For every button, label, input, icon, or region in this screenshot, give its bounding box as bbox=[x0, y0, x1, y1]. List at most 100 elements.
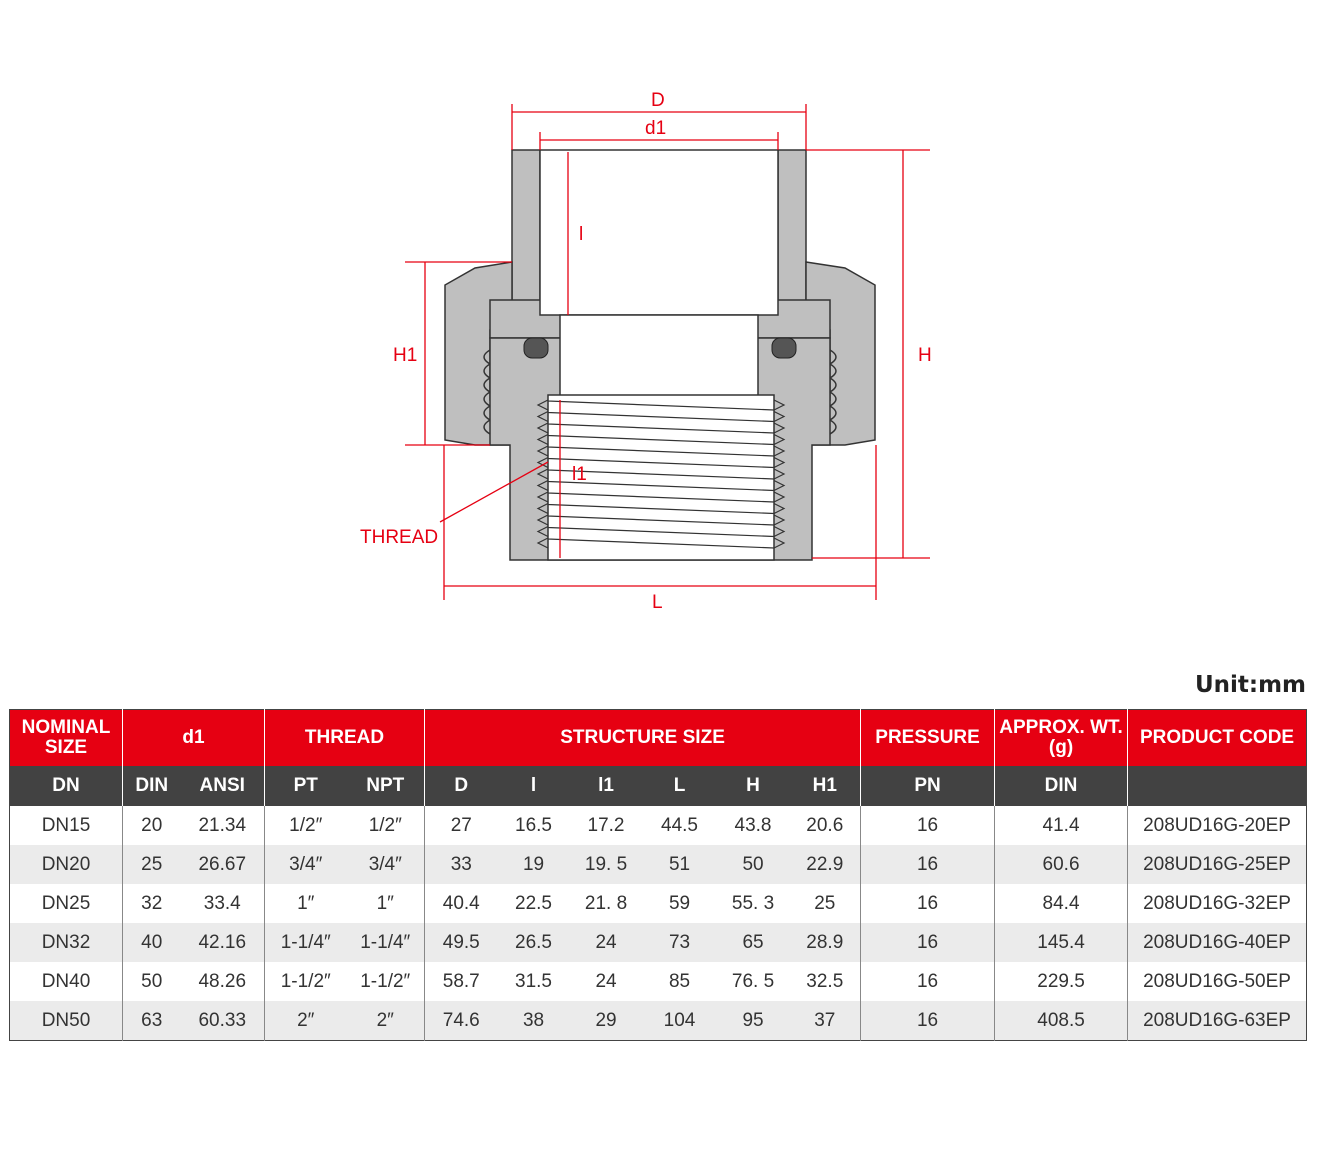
label-L: L bbox=[652, 592, 663, 613]
cell-ansi: 21.34 bbox=[180, 806, 265, 845]
subheader-L: L bbox=[642, 766, 717, 806]
cell-H: 43.8 bbox=[734, 814, 772, 836]
cell-l: 19 bbox=[497, 845, 570, 884]
thread-line bbox=[536, 399, 786, 411]
cell-L: 44.5 bbox=[661, 814, 698, 836]
header-nominal-size: NOMINAL SIZE bbox=[9, 709, 123, 766]
cell-l1: 24 bbox=[595, 970, 617, 992]
cell-pn: 16 bbox=[860, 962, 996, 1001]
nut-tooth-right bbox=[829, 377, 837, 393]
thread-line bbox=[536, 468, 786, 480]
cell-l: 31.5 bbox=[515, 970, 552, 992]
thread-lines bbox=[536, 399, 786, 549]
cell-D: 49.5 bbox=[424, 923, 498, 962]
cell-l: 16.5 bbox=[515, 814, 552, 836]
cell-npt: 1″ bbox=[346, 884, 426, 923]
thread-line bbox=[536, 433, 786, 446]
cell-L: 73 bbox=[642, 923, 717, 962]
nut-tooth-left bbox=[483, 391, 491, 407]
cell-pt: 2″ bbox=[264, 1001, 347, 1041]
cell-din: 50 bbox=[141, 970, 163, 992]
label-l1: l1 bbox=[572, 464, 587, 485]
nut-tooth-right bbox=[829, 419, 837, 435]
unit-label: Unit:mm bbox=[1194, 672, 1306, 698]
cell-wt: 229.5 bbox=[994, 962, 1129, 1001]
fitting-cross-section-drawing: D d1 l H1 H l1 THREAD L bbox=[360, 90, 932, 613]
subheader-pn: PN bbox=[860, 766, 996, 806]
subheader-H1: H1 bbox=[789, 766, 862, 806]
subheader-H: H bbox=[716, 766, 790, 806]
cell-npt: 2″ bbox=[346, 1001, 426, 1041]
cell-H1: 28.9 bbox=[789, 923, 862, 962]
nut-tooth-left bbox=[483, 405, 491, 421]
cell-npt: 3/4″ bbox=[346, 845, 426, 884]
cell-dn: DN40 bbox=[9, 962, 123, 1001]
label-H: H bbox=[918, 345, 932, 366]
cell-pn: 16 bbox=[860, 1001, 996, 1041]
socket-wall-right bbox=[777, 149, 807, 316]
subheader-l: l bbox=[497, 766, 570, 806]
cell-pn: 16 bbox=[860, 845, 996, 884]
cell-din: 32 bbox=[141, 892, 163, 914]
cell-l1: 19. 5 bbox=[569, 845, 643, 884]
thread-line bbox=[536, 410, 786, 423]
subheader-dn: DN bbox=[9, 766, 123, 806]
header-structure-size: STRUCTURE SIZE bbox=[424, 709, 862, 766]
cell-H1: 20.6 bbox=[789, 806, 862, 845]
cell-code: 208UD16G-25EP bbox=[1127, 845, 1307, 884]
cell-H: 50 bbox=[716, 845, 790, 884]
thread-line bbox=[536, 422, 786, 434]
cell-H: 95 bbox=[716, 1001, 790, 1041]
cell-D: 58.7 bbox=[442, 970, 480, 992]
cell-code: 208UD16G-20EP bbox=[1143, 814, 1291, 836]
cell-wt: 145.4 bbox=[994, 923, 1129, 962]
cell-wt: 60.6 bbox=[994, 845, 1129, 884]
cell-ansi: 33.4 bbox=[180, 884, 265, 923]
cell-wt: 408.5 bbox=[994, 1001, 1129, 1041]
thread-line bbox=[536, 491, 786, 503]
nut-tooth-left bbox=[483, 363, 491, 379]
cell-pn: 16 bbox=[860, 923, 996, 962]
cell-l1: 21. 8 bbox=[584, 892, 628, 914]
subheader-wt-din: DIN bbox=[994, 766, 1129, 806]
cell-code: 208UD16G-32EP bbox=[1143, 892, 1291, 914]
subheader-l1: l1 bbox=[569, 766, 643, 806]
cell-l: 22.5 bbox=[515, 892, 552, 914]
cell-code: 208UD16G-40EP bbox=[1127, 923, 1307, 962]
thread-line bbox=[536, 445, 786, 457]
cell-pt: 1″ bbox=[297, 892, 315, 914]
nut-tooth-right bbox=[829, 363, 837, 379]
cell-din: 63 bbox=[122, 1001, 181, 1041]
label-l: l bbox=[579, 224, 583, 245]
nut-tooth-left bbox=[483, 377, 491, 393]
subheader-din: DIN bbox=[122, 766, 181, 806]
cell-npt: 1-1/4″ bbox=[346, 923, 426, 962]
cell-pt: 1-1/2″ bbox=[280, 970, 331, 992]
header-weight: APPROX. WT.(g) bbox=[994, 709, 1129, 766]
nut-tooth-left bbox=[483, 349, 491, 365]
thread-line bbox=[536, 456, 786, 469]
subheader-ansi: ANSI bbox=[180, 766, 265, 806]
cell-pt: 1-1/4″ bbox=[264, 923, 347, 962]
cell-D: 40.4 bbox=[442, 892, 480, 914]
header-pressure: PRESSURE bbox=[860, 709, 996, 766]
cell-npt: 1-1/2″ bbox=[346, 962, 426, 1001]
cell-wt: 84.4 bbox=[994, 884, 1129, 923]
cell-dn: DN15 bbox=[9, 806, 123, 845]
cell-D: 74.6 bbox=[424, 1001, 498, 1041]
o-ring-left bbox=[523, 337, 549, 359]
cell-dn: DN32 bbox=[9, 923, 123, 962]
cell-ansi: 26.67 bbox=[180, 845, 265, 884]
cell-npt: 1/2″ bbox=[346, 806, 426, 845]
label-d1: d1 bbox=[645, 118, 666, 139]
cell-D: 27 bbox=[450, 814, 472, 836]
cell-ansi: 48.26 bbox=[180, 962, 265, 1001]
cell-code: 208UD16G-50EP bbox=[1143, 970, 1291, 992]
cell-L: 59 bbox=[668, 892, 691, 914]
thread-line bbox=[536, 537, 786, 549]
nut-tooth-right bbox=[829, 349, 837, 365]
cell-l: 38 bbox=[497, 1001, 570, 1041]
